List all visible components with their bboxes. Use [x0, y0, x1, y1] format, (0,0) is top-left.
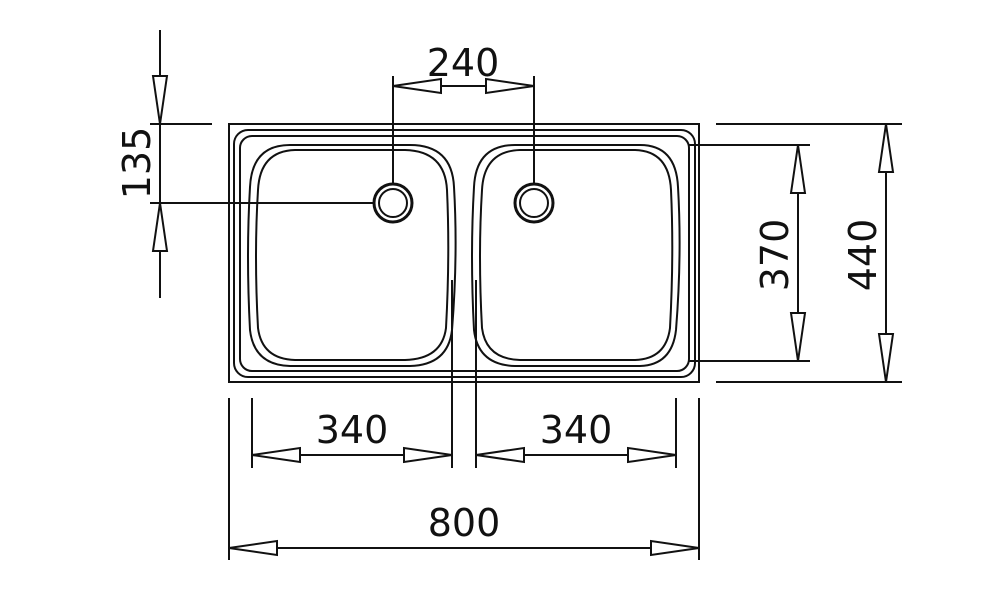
label-drain-offset: 135 — [115, 127, 159, 200]
dimension-overall-width: 800 — [228, 398, 700, 560]
sink-rim-inner — [239, 135, 690, 372]
sink-rim-outer — [233, 129, 696, 378]
bowl-left — [247, 144, 457, 367]
drain-left-icon — [372, 182, 414, 224]
label-bowl-right-width: 340 — [540, 408, 613, 452]
label-overall-width: 800 — [428, 501, 501, 545]
dimension-drain-offset: 135 — [115, 30, 374, 298]
sink-outline — [228, 123, 700, 383]
dimension-bowl-depth: 370 — [689, 144, 810, 362]
label-bowl-depth: 370 — [753, 219, 797, 292]
label-drain-spacing: 240 — [427, 41, 500, 85]
dimension-bowl-left-width: 340 — [251, 280, 453, 468]
bowl-right — [471, 144, 681, 367]
drain-right-icon — [513, 182, 555, 224]
dimension-bowl-right-width: 340 — [475, 280, 677, 468]
dimension-overall-depth: 440 — [716, 123, 902, 383]
sink-outer-edge — [228, 123, 700, 383]
label-bowl-left-width: 340 — [316, 408, 389, 452]
label-overall-depth: 440 — [841, 219, 885, 292]
dimension-drain-spacing: 240 — [392, 41, 535, 185]
